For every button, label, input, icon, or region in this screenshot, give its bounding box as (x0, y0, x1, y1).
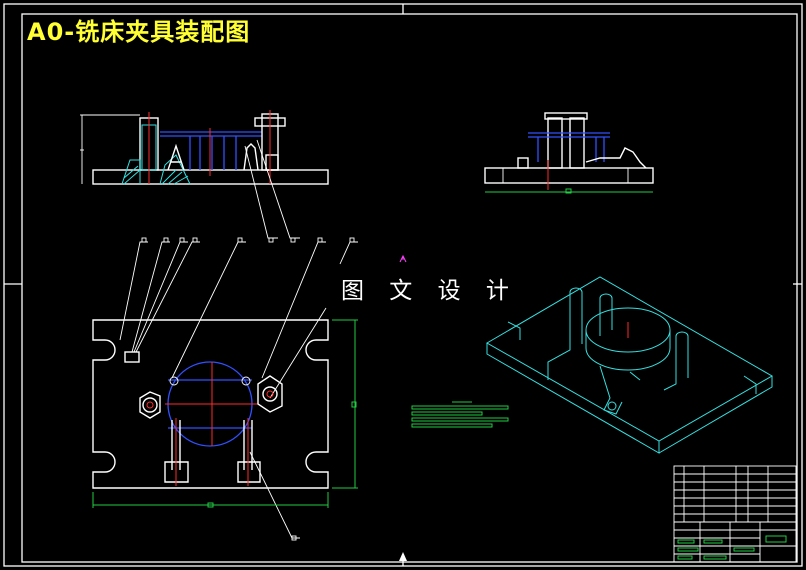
iso-clamp-left (547, 287, 583, 380)
top-left-clamp-hole (146, 401, 154, 409)
side-dimension-value (565, 188, 572, 194)
note-line-2 (411, 411, 483, 416)
leader-7 (339, 241, 358, 265)
title-block (673, 465, 797, 563)
balloon-leaders (80, 114, 358, 541)
triangle-stand (167, 143, 185, 171)
top-right-clamp (257, 375, 283, 413)
leader-9 (249, 451, 300, 539)
iso-slots (507, 321, 757, 394)
top-small-pin-2 (241, 376, 251, 386)
dim-width-value (207, 502, 214, 508)
note-line-3 (411, 417, 509, 422)
side-base-plate (484, 167, 654, 184)
side-column-left (547, 117, 563, 169)
note-line-4 (411, 423, 493, 428)
inner-border (21, 13, 798, 563)
workpiece-flats (168, 379, 252, 429)
top-left-clamp (139, 391, 161, 419)
leader-3 (133, 241, 188, 353)
isometric-view (485, 276, 774, 454)
right-pin-support (243, 143, 259, 171)
view-direction-marker (399, 254, 407, 263)
iso-support-pin (607, 401, 617, 411)
front-leader-frame (81, 114, 140, 184)
top-locating-key (124, 351, 140, 363)
leaders-front-view (244, 139, 300, 239)
technical-notes (411, 401, 509, 428)
side-view (484, 112, 654, 194)
right-clamp-nut (265, 154, 279, 171)
left-hatched-support (121, 154, 191, 185)
title-block-drawing-number (765, 535, 787, 543)
title-block-cells (674, 522, 796, 562)
front-rail-studs (189, 136, 237, 170)
sheet-border (3, 3, 803, 567)
watermark-text: 图 文 设 计 (341, 278, 518, 304)
side-column-right (569, 117, 585, 169)
iso-base-top (485, 276, 774, 442)
balloon-boxes (141, 237, 355, 541)
iso-clamp-right (663, 331, 689, 391)
top-right-clamp-hole (266, 390, 274, 398)
side-column-caps (544, 112, 588, 120)
top-small-pin-1 (169, 376, 179, 386)
top-base-plate (92, 319, 329, 489)
top-support-left (164, 420, 189, 483)
side-clamp-lever (585, 147, 647, 169)
iso-base-sides (486, 343, 773, 454)
leader-6 (261, 241, 326, 379)
note-line-1 (411, 405, 509, 410)
top-left-clamp-bolt (142, 397, 158, 413)
front-view (80, 110, 329, 185)
leader-5 (171, 241, 246, 379)
leader-8 (269, 307, 327, 399)
iso-support-front (599, 365, 641, 415)
orientation-arrow-icon (399, 552, 407, 561)
leader-1 (119, 241, 148, 341)
dim-height-value (351, 401, 357, 408)
parts-list-rows (674, 466, 796, 523)
top-right-clamp-bolt (262, 386, 278, 402)
side-locating-block (517, 157, 529, 169)
leader-4 (135, 241, 200, 353)
title-block-filled-text (677, 539, 755, 560)
iso-clamp-center (599, 293, 613, 336)
left-hatch-lines (123, 165, 189, 185)
top-view (92, 319, 358, 508)
top-support-right (237, 420, 261, 483)
drawing-title: A0-铣床夹具装配图 (27, 18, 251, 46)
iso-workpiece-body (585, 330, 671, 371)
